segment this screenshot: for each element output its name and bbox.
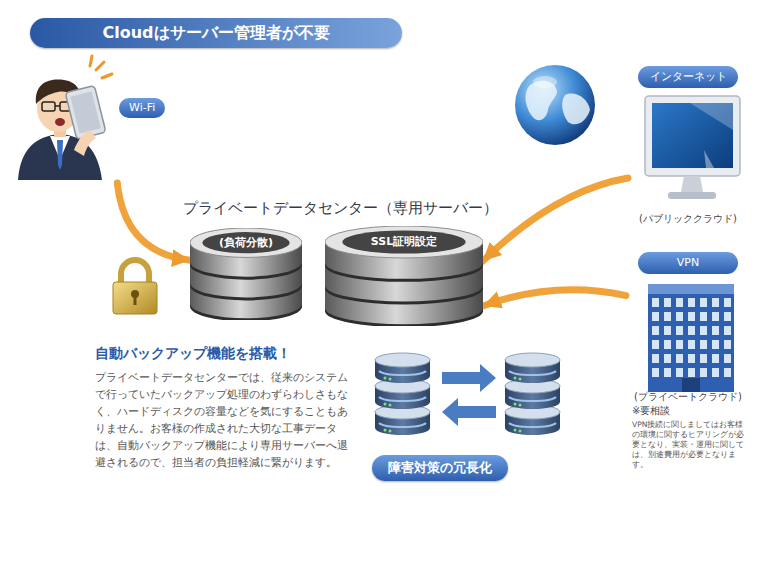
vpn-group: VPN (プライベートクラウド)※要相談 VPN接続に関しましてはお客様の環境に関す… [626,252,750,470]
internet-group: インターネット (パブリッククラウド) [628,66,748,226]
flow-arrow [483,178,628,261]
pill-label: Wi-Fi [119,98,165,118]
cloud-region: プライベートデータセンター（専用サーバー） (負荷分散) SSL証明設定自動バックア… [38,128,630,528]
flow-arrow [117,183,190,260]
disk-label: (負荷分散) [219,236,273,250]
server-stack [375,353,430,435]
caption: (パブリッククラウド) [639,212,737,226]
sync-arrow [442,364,496,392]
building-icon [648,284,734,392]
device-group: Wi-Fi [15,65,180,183]
feature-text: 自動バックアップ機能を搭載！ プライベートデータセンターでは、従来のシステムで行っ… [95,345,357,471]
padlock-icon [113,260,157,314]
title-band: Cloudはサーバー管理者が不要 [30,18,402,48]
feature-heading: 自動バックアップ機能を搭載！ [95,345,357,363]
status-pill: 障害対策の冗長化 [372,455,508,481]
server-stack [505,353,560,435]
disk-stack: (負荷分散) [190,228,302,320]
note: ※要相談 [632,404,670,418]
disk-stack: SSL証明設定 [325,226,483,326]
note-text: VPN接続に関しましてはお客様の環境に関するヒアリングが必要となり、実装・運用に… [632,420,744,470]
feature-body: プライベートデータセンターでは、従来のシステムで行っていたバックアップ処理のわず… [95,369,357,471]
pill-label: VPN [638,252,738,274]
monitor-icon [645,96,740,199]
globe-icon [515,65,595,145]
person-illustration [18,56,112,180]
disk-label: SSL証明設定 [371,235,437,249]
pill-label: インターネット [638,66,738,88]
title: Cloudはサーバー管理者が不要 [102,23,329,44]
caption: (プライベートクラウド) [634,390,742,404]
pill-label: 障害対策の冗長化 [388,459,492,477]
flow-arrow [483,290,626,306]
region-heading: プライベートデータセンター（専用サーバー） [183,199,498,218]
sync-arrow [442,398,496,426]
